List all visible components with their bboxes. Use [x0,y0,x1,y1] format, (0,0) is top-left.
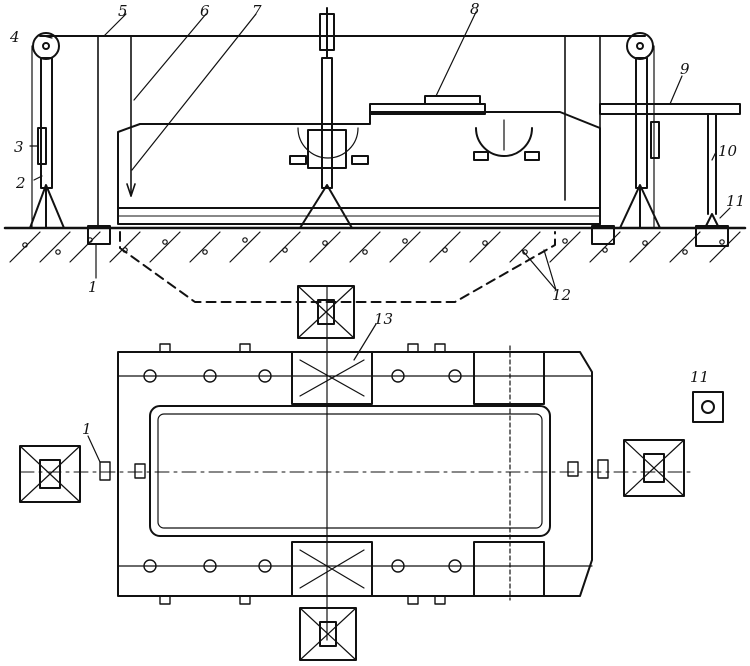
label-11-plan: 11 [690,368,709,386]
plan-frame-inner [149,405,551,537]
label-8: 8 [470,0,480,18]
label-10: 10 [718,142,738,160]
jack-pad-top [297,285,355,339]
jack-pad-right [623,439,685,497]
label-6: 6 [200,2,210,20]
bolts [143,369,462,573]
label-4: 4 [9,28,20,46]
ground [3,226,747,263]
label-13: 13 [374,310,393,328]
label-1-plan: 1 [82,420,92,438]
jack-pad-left [19,445,81,503]
label-11: 11 [726,192,745,210]
label-2: 2 [15,174,26,192]
jack-pad-bottom [299,607,357,661]
label-12: 12 [552,286,571,304]
wedge-blocks [87,213,729,247]
label-3: 3 [14,138,24,156]
leader-lines [29,11,731,463]
right-stand [619,32,661,229]
plan-view [19,285,724,661]
hanging-rods [97,35,601,229]
left-stand [29,32,65,229]
frame-tabs [99,343,609,605]
labels: 1 2 3 4 5 6 7 8 9 10 11 12 13 1 11 [9,0,745,438]
label-7: 7 [252,2,262,20]
center-stand [299,7,353,229]
label-5: 5 [118,2,128,20]
label-1: 1 [88,278,98,296]
machine-bed [117,95,601,225]
elevation-view [3,7,747,303]
wedge-11-plan [692,391,724,423]
pit-outline [119,231,556,303]
plan-frame-outer [117,351,593,597]
label-9: 9 [680,60,690,78]
